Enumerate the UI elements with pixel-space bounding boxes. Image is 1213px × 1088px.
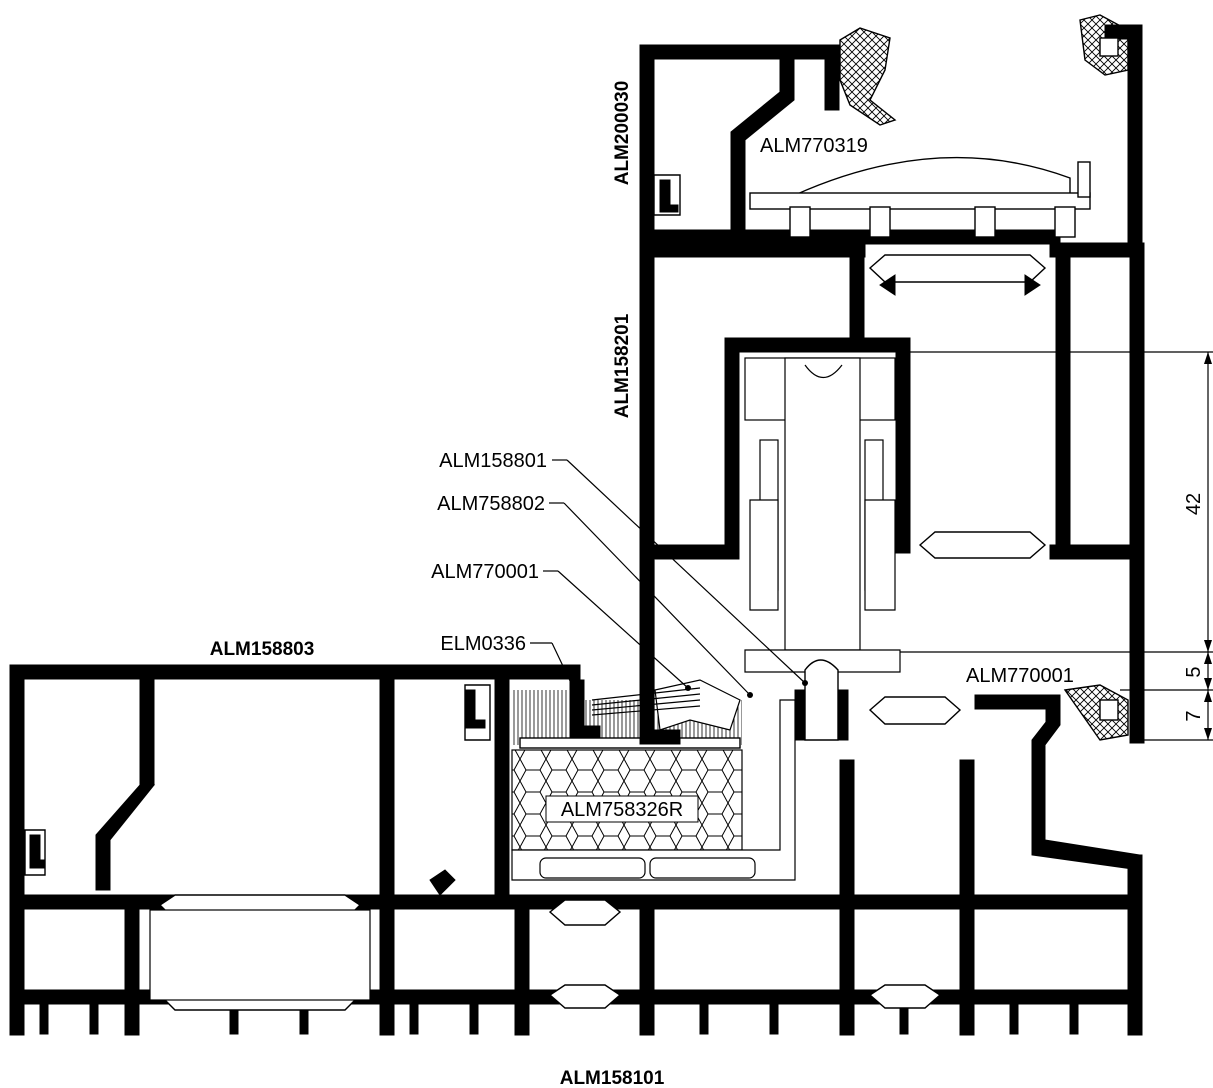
label-alm200030: ALM200030: [612, 81, 633, 186]
dimension-5: 5: [1183, 666, 1205, 677]
brush-seal: [569, 679, 808, 739]
leader-lines: [530, 459, 806, 696]
top-gaskets: [839, 14, 1129, 126]
roller-assembly: [744, 357, 901, 741]
label-alm158201: ALM158201: [612, 313, 633, 418]
top-adapter-profile: [639, 24, 1143, 246]
label-alm158101: ALM158101: [560, 1068, 665, 1088]
sash-profile: [639, 242, 1145, 745]
left-sill-profile: [9, 664, 581, 906]
insulation-block: [511, 690, 796, 881]
label-alm758326r: ALM758326R: [561, 799, 683, 821]
insulation-label-box: [545, 795, 699, 823]
dimension-lines: [900, 351, 1213, 741]
dimension-7: 7: [1183, 710, 1205, 721]
glazing-bead: [749, 156, 1091, 238]
dimension-42: 42: [1183, 493, 1205, 515]
label-alm758802: ALM758802: [437, 493, 545, 515]
label-alm770001-right: ALM770001: [966, 665, 1074, 687]
right-frame-profile: [868, 684, 1141, 871]
label-alm770001-left: ALM770001: [431, 561, 539, 583]
label-elm0336: ELM0336: [440, 633, 526, 655]
label-alm158803: ALM158803: [210, 639, 315, 660]
bottom-frame-profile: [9, 759, 1143, 1036]
label-alm770319: ALM770319: [760, 135, 868, 157]
label-alm158801: ALM158801: [439, 450, 547, 472]
